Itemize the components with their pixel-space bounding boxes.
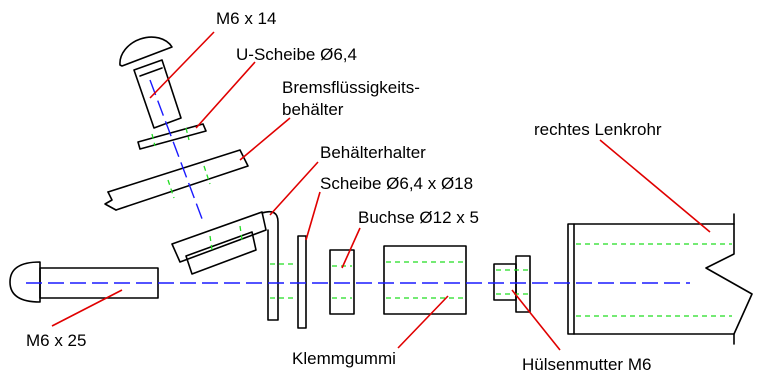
thread-line [203, 165, 211, 185]
leader-brems [239, 117, 291, 161]
leader-scheibe [305, 191, 321, 241]
leader-huelsenmutter [511, 289, 561, 351]
tilted-axis [149, 79, 205, 225]
leader-lines [51, 31, 711, 351]
washer-scheibe [297, 235, 307, 329]
label-huelsenmutter: Hülsenmutter M6 [522, 355, 651, 374]
reservoir-bracket [171, 210, 279, 321]
label-m6x25: M6 x 25 [26, 331, 86, 350]
bushing-buchse [329, 249, 355, 315]
screw-m6x14 [119, 36, 182, 129]
handlebar-tube [567, 213, 753, 345]
sleeve-nut [493, 255, 531, 313]
leader-buchse [341, 227, 361, 269]
label-brems-line2: behälter [282, 100, 344, 119]
clamp-rubber [383, 245, 467, 315]
leader-m6x14 [149, 31, 215, 99]
brake-fluid-reservoir [104, 149, 249, 211]
center-axes [26, 79, 690, 284]
screw-m6x25 [9, 261, 159, 303]
label-scheibe: Scheibe Ø6,4 x Ø18 [320, 174, 473, 193]
thread-lines [151, 127, 732, 317]
leader-behaelterhalter [269, 161, 319, 216]
label-u-scheibe: U-Scheibe Ø6,4 [236, 45, 357, 64]
label-buchse: Buchse Ø12 x 5 [358, 208, 479, 227]
label-brems-line1: Bremsflüssigkeits- [282, 78, 420, 97]
labels: M6 x 14 U-Scheibe Ø6,4 Bremsflüssigkeits… [26, 9, 662, 374]
label-behaelterhalter: Behälterhalter [320, 143, 426, 162]
label-klemmgummi: Klemmgummi [292, 349, 396, 368]
thread-line [209, 235, 213, 251]
thread-line [185, 127, 190, 141]
label-lenkrohr: rechtes Lenkrohr [534, 120, 662, 139]
leader-lenkrohr [599, 139, 711, 233]
leader-klemmgummi [397, 295, 449, 349]
thread-line [167, 179, 175, 199]
label-m6x14: M6 x 14 [216, 9, 276, 28]
leader-u-scheibe [195, 61, 256, 129]
washer-u-scheibe [137, 123, 207, 150]
leader-m6x25 [51, 289, 123, 327]
thread-line [151, 133, 156, 147]
thread-line [239, 225, 243, 241]
